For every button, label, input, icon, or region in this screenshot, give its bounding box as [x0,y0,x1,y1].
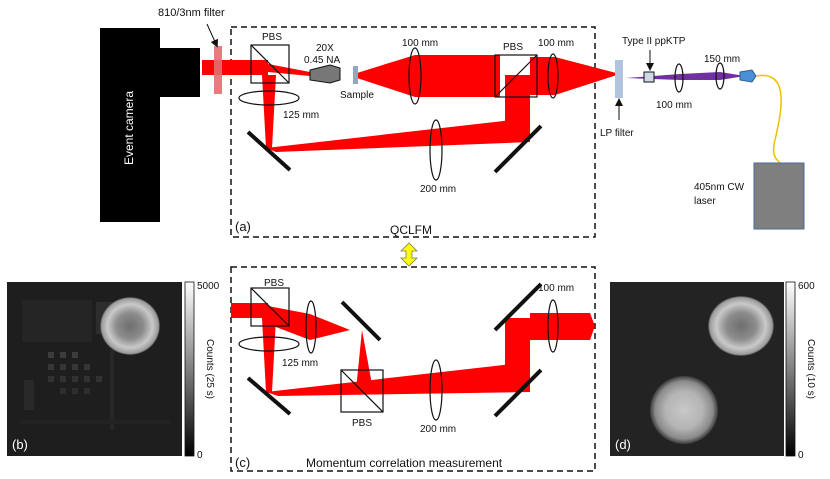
pump-beam [626,72,745,80]
pbs-c-bottom [340,369,384,413]
lens-100-b-label: 100 mm [538,38,574,49]
sample [353,66,358,84]
beam-sample-to-pbs [357,55,500,97]
qclfm-label: QCLFM [390,223,432,237]
objective-mag: 20X [316,43,334,54]
panel-a: Event camera 810/3nm filter PBS 125 mm 2… [100,7,620,238]
panel-c-label: (c) [235,455,250,470]
fiber-coupler [739,69,757,83]
beam-c-output [530,313,595,340]
beam-c-upper [268,306,350,340]
mirror-c-top [340,300,382,342]
momentum-label: Momentum correlation measurement [306,456,503,470]
panel-c: PBS 125 mm PBS 200 mm 100 mm (c) Momentu… [230,266,596,472]
colorbar-b-label: Counts (25 s) [204,339,215,399]
mirror-c-left [246,376,292,416]
lens-c-small [305,300,317,354]
mirror-c-right-top [493,282,543,332]
lens-200-c [429,359,443,421]
panel-b: (b) 5000 0 Counts (25 s) [7,281,220,461]
colorbar-d [785,281,796,457]
pump-section: LP filter Type II ppKTP 100 mm 150 mm 40… [600,36,805,230]
filter-label: 810/3nm filter [158,7,225,19]
spot-b [100,297,160,355]
lens-100-a [408,47,422,105]
lens-125-a [238,90,300,106]
colorbar-d-min: 0 [798,450,804,461]
laser-label-1: 405nm CW [694,182,745,193]
image-b-texture [20,300,170,430]
event-camera-label: Event camera [122,91,136,165]
objective [309,64,341,84]
lens-200-a [429,119,443,181]
panel-d: (d) 600 0 Counts (10 s) [610,281,816,461]
panel-a-label: (a) [235,219,251,234]
lens-100-c2 [547,299,559,353]
lens-100-c [674,63,684,93]
qclfm-connector: QCLFM [390,223,432,267]
filter-810 [214,46,222,94]
setup-box-a [230,26,596,238]
lens-125-a-label: 125 mm [283,110,319,121]
lens-200-c-label: 200 mm [420,424,456,435]
pbs-right [494,54,538,98]
lens-125-c-label: 125 mm [282,358,318,369]
lens-100-c2-label: 100 mm [538,283,574,294]
colorbar-b [184,281,195,457]
panel-d-label: (d) [615,437,631,452]
beam-vertical-right [505,75,530,142]
sample-label: Sample [340,90,374,101]
lens-100-b [547,53,559,99]
beam-vertical-left [262,75,276,148]
beam-to-camera [202,60,268,75]
colorbar-b-min: 0 [197,450,203,461]
beam-c-mirror-drop [356,330,373,390]
beam-c-right-vertical [505,318,530,390]
pbs-c-top [250,287,290,327]
filter-arrow [206,23,219,48]
double-arrow [400,242,418,267]
colorbar-d-max: 600 [798,281,815,292]
lens-200-a-label: 200 mm [420,184,456,195]
setup-box-c [230,266,596,472]
pbs-c-top-label: PBS [264,278,284,289]
fiber [755,74,782,165]
mirror-left [246,130,292,172]
crystal-label: Type II ppKTP [622,36,686,47]
spot-d-upper [708,296,774,356]
colorbar-d-label: Counts (10 s) [805,339,816,399]
lens-125-c [238,336,300,352]
crystal-ppktp [643,71,655,83]
pbs-right-label: PBS [503,42,523,53]
beam-lower-path [266,118,530,152]
laser-405 [753,162,805,230]
panel-b-label: (b) [12,437,28,452]
beam-c-input [231,303,268,318]
event-camera [100,28,200,222]
beam-c-lower [266,362,530,396]
colorbar-b-max: 5000 [197,281,220,292]
lens-100-c-label: 100 mm [656,100,692,111]
mirror-c-right-bottom [493,368,543,418]
lens-150-label: 150 mm [704,54,740,65]
laser-label-2: laser [694,196,716,207]
spot-d-lower [650,376,718,444]
pbs-left-label: PBS [262,32,282,43]
lens-100-a-label: 100 mm [402,38,438,49]
lens-150 [715,62,725,90]
beam-c-vertical [262,318,276,392]
objective-na: 0.45 NA [304,55,340,66]
lp-filter-label: LP filter [600,128,634,139]
pbs-left [250,44,290,84]
beam-pbs-to-lpfilter [530,57,620,95]
pbs-c-bottom-label: PBS [352,418,372,429]
mirror-right [493,124,543,174]
lp-filter [615,60,623,98]
